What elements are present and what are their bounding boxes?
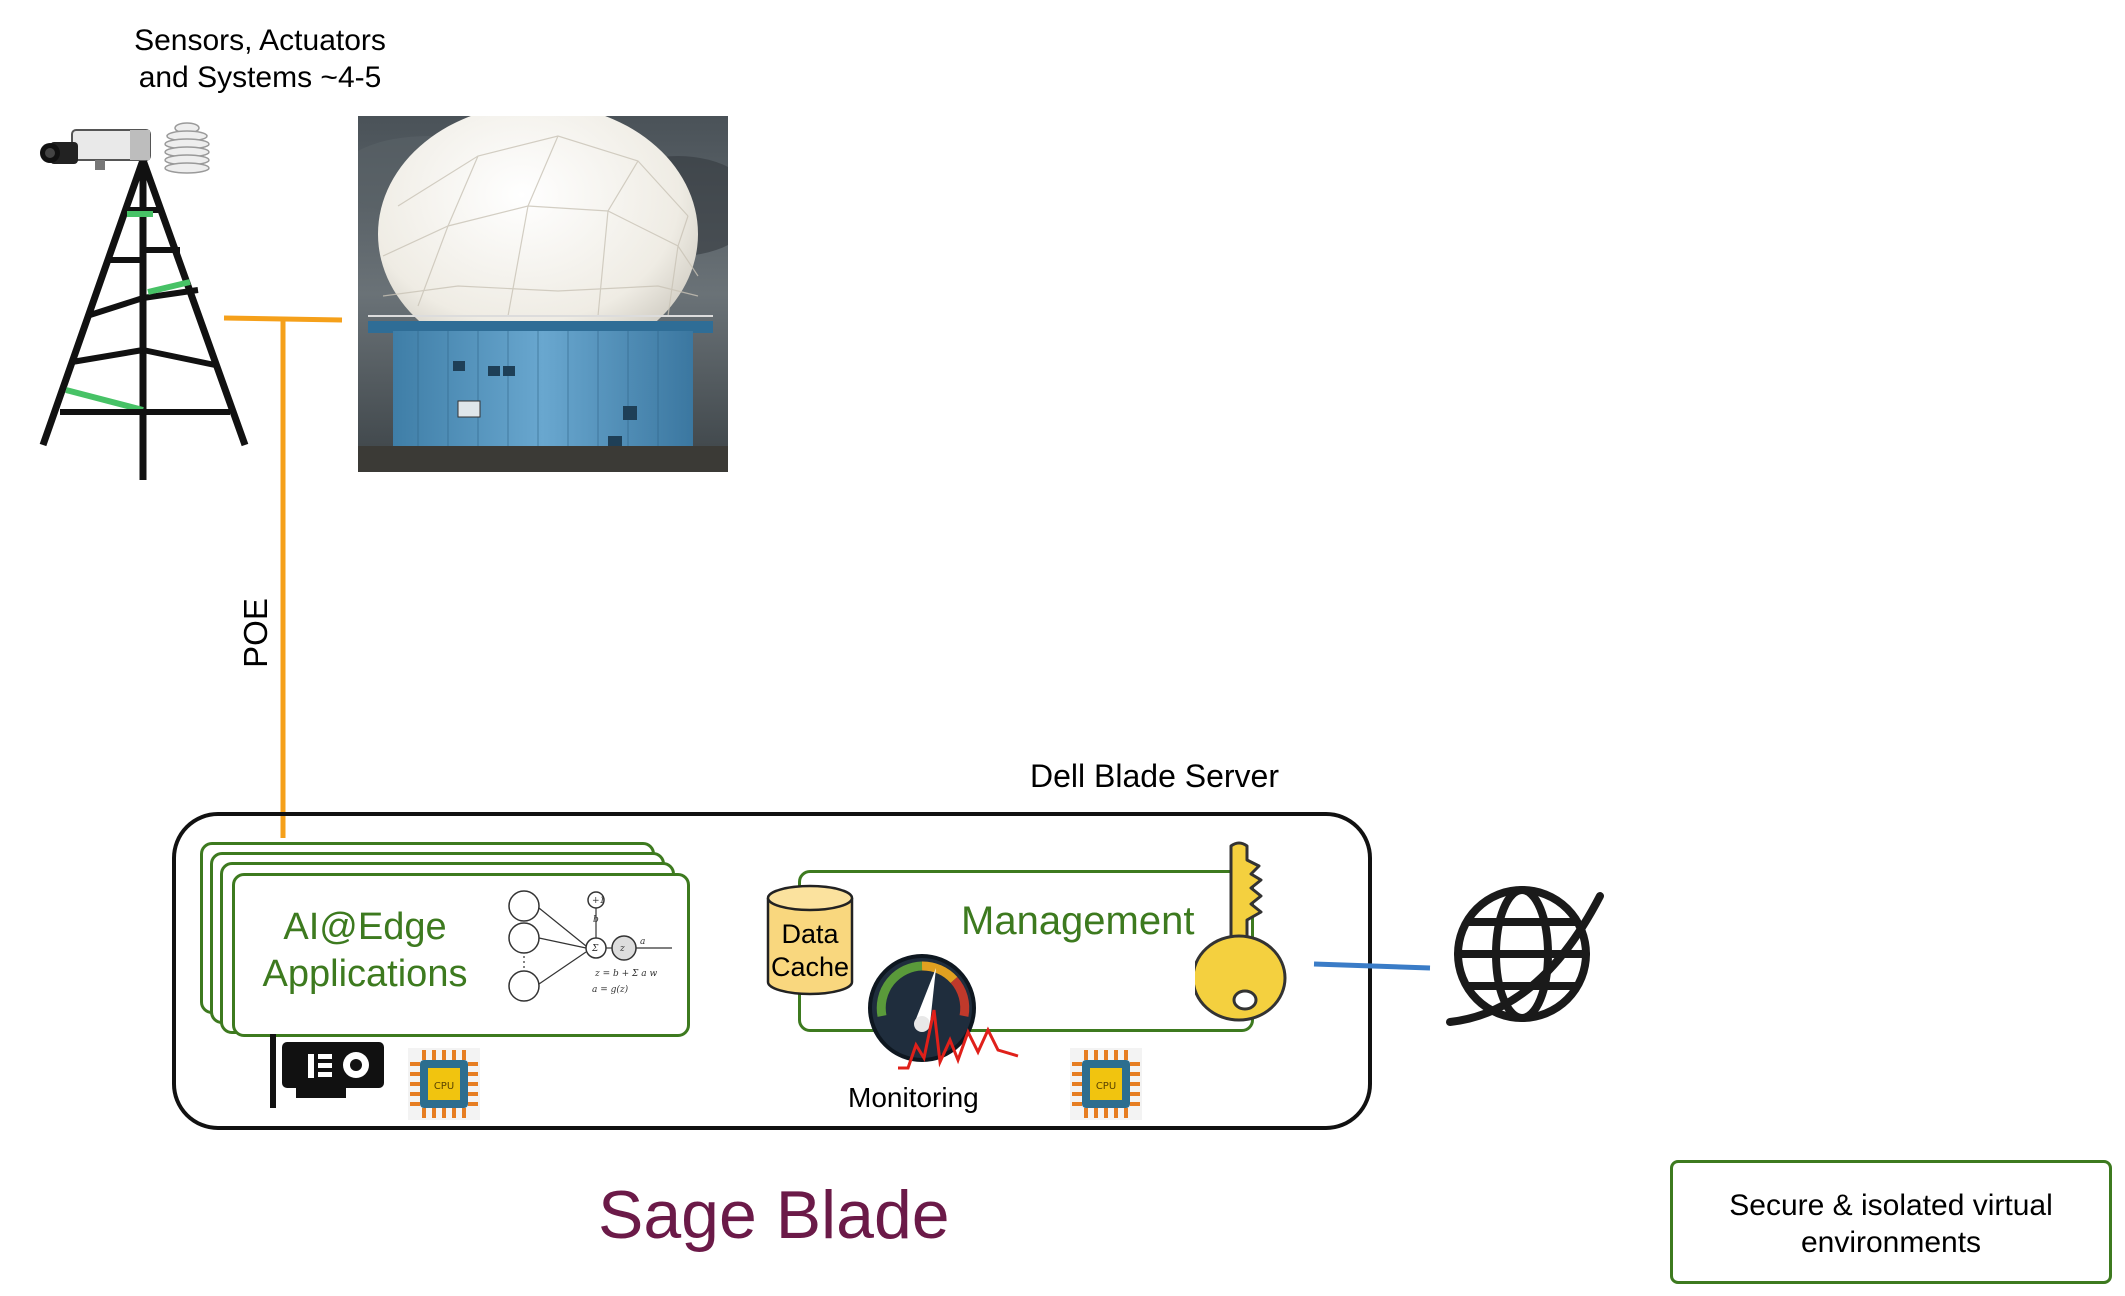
monitoring-label: Monitoring	[848, 1082, 979, 1113]
sensors-label: Sensors, Actuators and Systems ~4-5	[134, 24, 386, 94]
gauge-icon	[868, 954, 1019, 1070]
neural-net-icon: +1 b Σ z a z = b + Σ a w a = g(z)	[508, 890, 672, 1002]
svg-text:z: z	[619, 944, 625, 954]
gpu-card-icon	[270, 1034, 384, 1108]
tower-icon	[39, 158, 249, 480]
database-icon	[766, 884, 854, 996]
svg-text:Σ: Σ	[591, 944, 599, 954]
poe-connection-line	[223, 315, 343, 838]
camera-icon	[40, 129, 151, 170]
management-label: Management	[961, 899, 1195, 943]
server-label: Dell Blade Server	[1030, 758, 1279, 794]
ai-edge-applications-label: AI@Edge Applications	[262, 906, 468, 995]
svg-text:CPU: CPU	[1096, 1081, 1116, 1092]
dell-blade-server-box	[172, 812, 1372, 1130]
radiation-shield-icon	[164, 122, 210, 174]
radar-dome-image	[358, 116, 728, 472]
svg-text:a: a	[640, 937, 645, 947]
page-title: Sage Blade	[598, 1177, 950, 1253]
cpu-icon: CPU	[1070, 1048, 1142, 1120]
svg-text:a = g(z): a = g(z)	[592, 984, 629, 995]
svg-text:b: b	[593, 915, 599, 925]
poe-label: POE	[237, 598, 274, 668]
svg-text:z = b + Σ a w: z = b + Σ a w	[594, 969, 657, 979]
svg-text:+1: +1	[592, 896, 605, 906]
poe-label-wrap: POE	[226, 596, 286, 668]
cpu-icon: CPU	[408, 1048, 480, 1120]
key-icon	[1195, 841, 1287, 1022]
data-cache-icon: Data Cache	[765, 884, 855, 996]
legend-secure-environments: Secure & isolated virtual environments	[1670, 1160, 2112, 1284]
globe-icon	[1446, 886, 1604, 1026]
network-link-line	[1313, 961, 1431, 971]
svg-text:CPU: CPU	[434, 1081, 454, 1092]
data-cache-label: Data Cache	[770, 919, 850, 982]
